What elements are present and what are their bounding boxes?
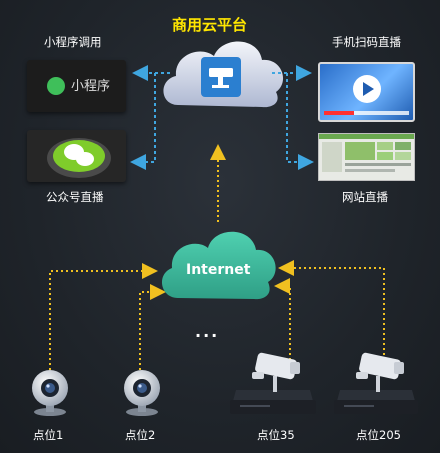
internet-cloud-icon [161,231,276,300]
point-label: 点位35 [257,428,295,442]
wechat-official-account-card [27,130,126,182]
miniprogram-label: 小程序调用 [44,35,102,49]
website-label: 网站直播 [342,190,388,204]
point-label: 点位2 [125,428,156,442]
cloud-platform-icon [163,41,284,108]
website-preview-image [319,134,414,172]
internet-links [49,144,385,370]
miniprogram-logo-icon [47,77,65,95]
platform-title: 商用云平台 [172,16,248,34]
ellipsis: ... [195,322,220,341]
webcam-icon [124,370,160,416]
nvr-camera-icon [334,352,418,414]
phone-label: 手机扫码直播 [332,35,401,49]
video-player-card [318,62,415,122]
website-thumbnail [318,133,415,181]
play-icon [324,75,409,115]
internet-label: Internet [186,262,251,278]
wechat-icon [47,138,111,178]
miniprogram-app-text: 小程序 [71,79,111,94]
cloud-links [130,65,314,170]
point-label: 点位1 [33,428,64,442]
gzh-label: 公众号直播 [46,190,104,204]
nvr-camera-icon [230,352,316,414]
webcam-icon [32,370,68,416]
point-label: 点位205 [356,428,401,442]
miniprogram-card: 小程序 [27,60,126,112]
